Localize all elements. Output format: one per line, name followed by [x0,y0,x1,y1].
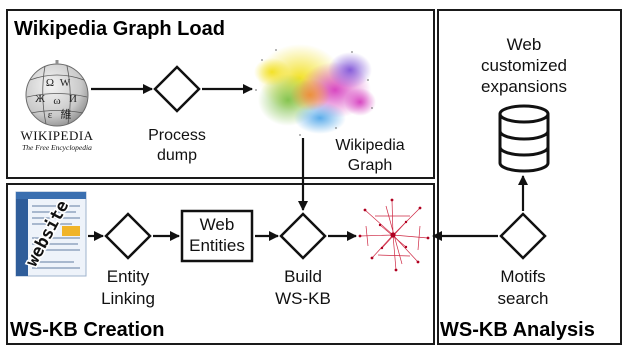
web-expansions-line3: expansions [480,77,567,96]
motifs-search-line2: search [497,289,549,308]
wikipedia-logo: Ω W Ж ω И ε 維 WIKIPEDIA The Free Encyclo… [20,60,93,152]
wikipedia-graph-image [254,44,376,136]
process-dump-line1: Process [148,127,206,144]
process-dump-diamond [153,65,201,113]
build-wskb-label: Build WS-KB [263,266,343,310]
globe-puzzle-lines [26,65,88,125]
svg-text:ε: ε [48,109,53,121]
database-icon [498,104,550,173]
web-entities-line1: Web [199,215,235,234]
svg-text:維: 維 [61,108,72,121]
web-entities-label: Web Entities [182,214,252,256]
wikipedia-graph-line2: Graph [347,157,393,174]
graph-load-panel [6,9,435,179]
wikipedia-tagline: The Free Encyclopedia [22,143,92,152]
wskb-network-nodes [358,198,430,272]
wikipedia-graph-label: Wikipedia Graph [315,136,425,176]
web-expansions-line1: Web [506,35,542,54]
svg-text:Ω: Ω [46,77,54,89]
analysis-title: WS-KB Analysis [440,319,595,341]
graph-load-title: Wikipedia Graph Load [14,18,225,40]
svg-text:Ж: Ж [35,93,45,105]
motifs-search-diamond [499,212,547,260]
creation-title: WS-KB Creation [10,319,165,341]
entity-linking-line1: Entity [106,267,150,286]
motifs-search-line1: Motifs [500,267,546,286]
globe-glyphs: Ω W Ж ω И ε 維 [35,77,77,121]
wikipedia-graph-line1: Wikipedia [335,137,405,154]
process-dump-label: Process dump [132,126,222,166]
web-entities-line2: Entities [189,236,245,255]
build-wskb-diamond [279,212,327,260]
website-screenshot-image: website [15,191,87,277]
entity-linking-diamond [104,212,152,260]
flow-arrows [88,84,528,241]
entity-linking-line2: Linking [101,289,155,308]
svg-text:И: И [69,93,77,105]
entity-linking-label: Entity Linking [88,266,168,310]
web-expansions-label: Web customized expansions [464,34,584,97]
web-entities-box [180,209,254,263]
web-expansions-line2: customized [481,56,567,75]
svg-text:ω: ω [53,95,60,107]
build-wskb-line2: WS-KB [275,289,331,308]
process-dump-line2: dump [156,147,198,164]
motifs-search-label: Motifs search [483,266,563,310]
svg-text:W: W [60,77,71,89]
build-wskb-line1: Build [284,267,322,286]
wikipedia-wordmark: WIKIPEDIA [20,128,93,143]
